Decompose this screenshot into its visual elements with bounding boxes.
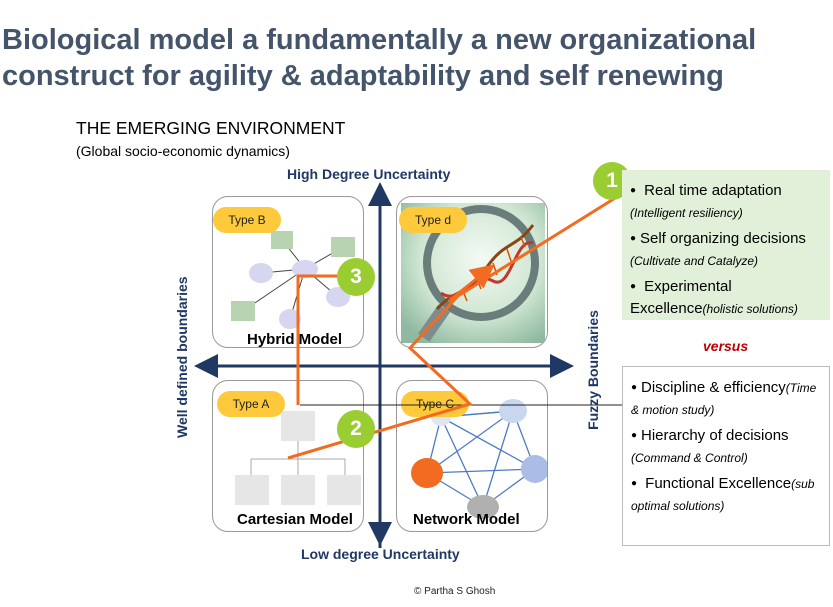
quadrant-cartesian: Type A Cartesian Model — [212, 380, 364, 532]
type-d-pill: Type d — [399, 207, 467, 233]
type-c-pill: Type C — [401, 391, 469, 417]
quadrant-network: Type C Network Model — [396, 380, 548, 532]
axis-label-top: High Degree Uncertainty — [287, 166, 451, 182]
versus-label: versus — [703, 338, 749, 354]
badge-two: 2 — [337, 410, 375, 448]
list-item: ●Discipline & efficiency(Time & motion s… — [631, 379, 817, 418]
badge-three: 3 — [337, 258, 375, 296]
type-a-pill: Type A — [217, 391, 285, 417]
cartesian-model-label: Cartesian Model — [237, 511, 353, 528]
axis-label-left: Well defined boundaries — [174, 276, 190, 438]
slide-title: Biological model a fundamentally a new o… — [2, 22, 832, 94]
list-item: ● Experimental Excellence(holistic solut… — [630, 278, 798, 318]
title-line-1: Biological model a fundamentally a new o… — [2, 24, 757, 56]
biological-attributes-box: ● Real time adaptation(Intelligent resil… — [622, 170, 830, 320]
axis-label-bottom: Low degree Uncertainty — [301, 546, 460, 562]
list-item: ● Functional Excellence(sub optimal solu… — [631, 475, 815, 514]
list-item: ●Self organizing decisions(Cultivate and… — [630, 230, 806, 269]
axis-label-right: Fuzzy Boundaries — [585, 310, 601, 430]
list-item: ●Hierarchy of decisions(Command & Contro… — [631, 427, 789, 466]
environment-heading: THE EMERGING ENVIRONMENT — [76, 118, 346, 138]
environment-subheading: (Global socio-economic dynamics) — [76, 143, 290, 159]
network-model-label: Network Model — [413, 511, 520, 528]
copyright-notice: © Partha S Ghosh — [414, 586, 496, 597]
hybrid-model-label: Hybrid Model — [247, 331, 343, 348]
quadrant-biological: Type d — [396, 196, 548, 348]
traditional-attributes-box: ●Discipline & efficiency(Time & motion s… — [622, 366, 830, 546]
list-item: ● Real time adaptation(Intelligent resil… — [630, 182, 782, 221]
type-b-pill: Type B — [213, 207, 281, 233]
title-line-2: construct for agility & adaptability and… — [2, 60, 724, 92]
